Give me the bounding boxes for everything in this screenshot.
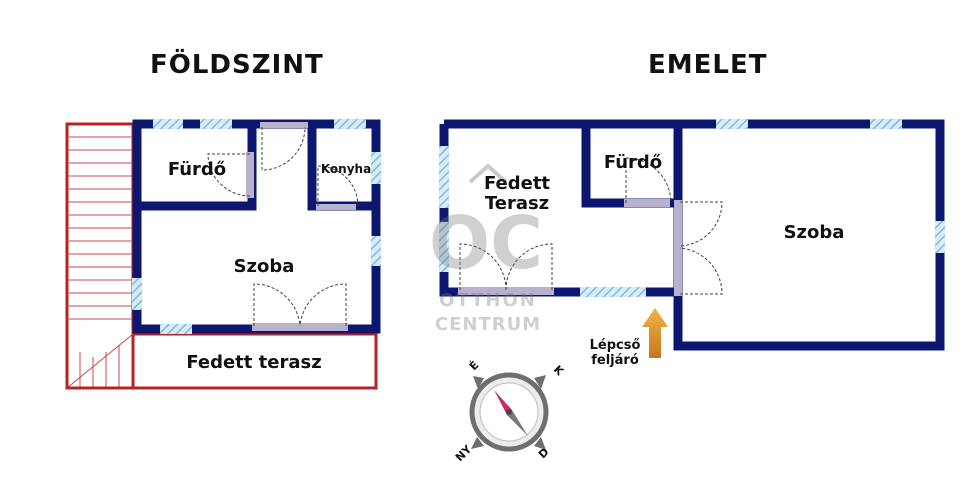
upper-floor-windows bbox=[439, 119, 945, 297]
upper-bathroom-label: Fürdő bbox=[604, 152, 662, 173]
compass-west-label: NY bbox=[453, 442, 475, 464]
watermark-line1: OTTHON bbox=[439, 290, 537, 311]
ground-terrace-outline bbox=[67, 332, 378, 390]
compass-east-label: K bbox=[551, 363, 567, 379]
stairs-up-arrow-icon bbox=[642, 308, 668, 358]
upper-floor-title: EMELET bbox=[648, 50, 768, 80]
ground-floor-walls bbox=[132, 119, 381, 334]
upper-covered-terrace-label-line2: Terasz bbox=[485, 193, 549, 214]
ground-room-label: Szoba bbox=[234, 256, 295, 277]
watermark-logo: OC OTTHON CENTRUM bbox=[429, 163, 543, 335]
watermark-logo-text: OC bbox=[429, 201, 543, 285]
ground-floor-windows bbox=[132, 119, 381, 334]
ground-kitchen-label: Konyha bbox=[321, 162, 371, 176]
stairs-label-line1: Lépcső bbox=[590, 338, 641, 353]
ground-terrace-label: Fedett terasz bbox=[186, 352, 321, 373]
compass-south-label: D bbox=[536, 445, 552, 461]
upper-floor-doors bbox=[458, 157, 723, 296]
watermark-line2: CENTRUM bbox=[435, 314, 541, 335]
upper-covered-terrace-label-line1: Fedett bbox=[484, 173, 550, 194]
upper-room-label: Szoba bbox=[784, 222, 845, 243]
ground-bathroom-label: Fürdő bbox=[168, 159, 226, 180]
ground-floor-title: FÖLDSZINT bbox=[150, 50, 324, 80]
compass-icon bbox=[469, 372, 549, 452]
stairs-label-line2: feljáró bbox=[591, 353, 639, 368]
exterior-staircase bbox=[65, 122, 135, 390]
ground-floor-doors bbox=[207, 122, 359, 331]
compass-north-label: É bbox=[467, 359, 482, 374]
